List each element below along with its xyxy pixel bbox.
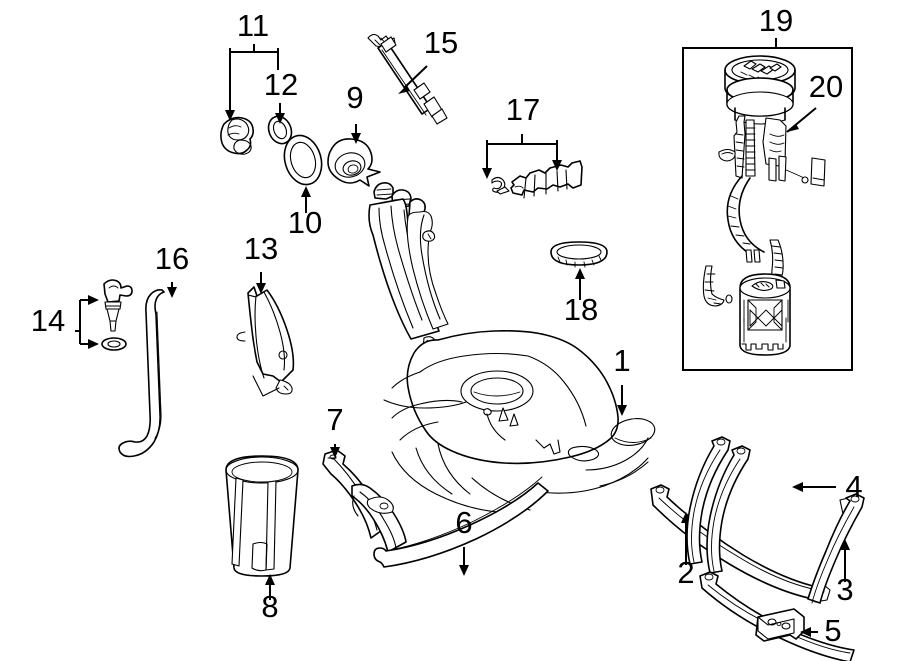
callout-14: 14	[31, 303, 65, 338]
part-vent-hose	[118, 289, 165, 458]
callout-20: 20	[809, 69, 843, 104]
leader-10-group	[301, 186, 311, 213]
part-fuel-sensor	[103, 279, 133, 332]
leader-4-group	[792, 482, 836, 492]
part-filler-neck-body	[368, 182, 449, 349]
part-tank-strap-4	[686, 436, 751, 574]
callout-18: 18	[564, 292, 598, 327]
callout-12: 12	[264, 67, 298, 102]
callout-13: 13	[244, 231, 278, 266]
callout-2: 2	[677, 555, 694, 590]
part-sensor-oring	[101, 337, 127, 351]
callout-16: 16	[155, 241, 189, 276]
callout-19: 19	[759, 3, 793, 38]
callout-7: 7	[326, 402, 343, 437]
callout-8: 8	[261, 589, 278, 624]
callout-17: 17	[506, 92, 540, 127]
detail-box-frame	[682, 47, 853, 371]
part-filler-neck-housing	[327, 138, 381, 187]
part-filler-seal-ring	[283, 134, 323, 186]
pump-module-top	[724, 55, 796, 125]
part-cap-gasket	[267, 115, 293, 145]
part-fuel-cap	[220, 116, 254, 155]
callout-10: 10	[288, 205, 322, 240]
callout-9: 9	[346, 80, 363, 115]
callout-3: 3	[836, 572, 853, 607]
part-fuel-tank	[383, 330, 656, 514]
callout-15: 15	[424, 25, 458, 60]
leader-13-group	[256, 272, 266, 294]
leader-18-group	[575, 268, 585, 300]
arrowhead-20	[787, 124, 799, 132]
leader-7-group	[330, 444, 340, 458]
bracket-17-group	[482, 134, 562, 179]
leader-1-group	[617, 385, 627, 416]
callout-11: 11	[237, 8, 269, 43]
part-tank-mount-bracket	[322, 449, 407, 553]
callout-1: 1	[613, 343, 630, 378]
part-heat-shield-bracket	[236, 286, 295, 397]
bracket-11-group	[225, 44, 279, 121]
leader-8-group	[265, 574, 275, 600]
leader-6-group	[459, 547, 469, 576]
part-strap-anchor-block	[755, 608, 805, 642]
part-canister-shield	[225, 455, 299, 577]
bracket-14-group	[75, 295, 99, 349]
callout-4: 4	[845, 469, 862, 504]
leader-16-group	[167, 282, 177, 298]
strap-3-upper-tab	[807, 493, 865, 604]
leader-5-group	[800, 627, 818, 637]
detail-box-group	[682, 38, 853, 371]
leader-15-group	[398, 65, 428, 94]
leader-9-group	[351, 124, 361, 144]
part-lock-ring	[550, 241, 608, 268]
pump-module-stems	[718, 115, 826, 263]
part-fuel-level-rod	[367, 33, 448, 125]
callout-5: 5	[824, 613, 841, 648]
pump-module-reservoir	[702, 239, 791, 356]
leader-12-group	[275, 103, 285, 124]
part-fuel-filter	[496, 160, 583, 199]
callout-6: 6	[455, 505, 472, 540]
part-shield-rail	[373, 476, 549, 568]
leader-3-group	[840, 539, 850, 582]
